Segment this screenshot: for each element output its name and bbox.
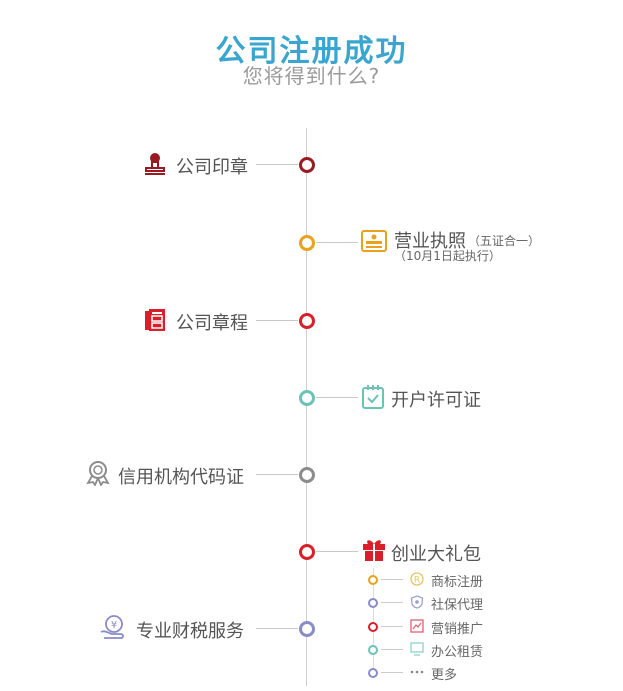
connector-line: [381, 602, 403, 603]
connector-line: [381, 626, 403, 627]
yen-hand-icon: ¥: [100, 615, 124, 639]
calendar-check-icon: [362, 385, 384, 409]
connector-line: [256, 628, 298, 629]
gift-item-label: 社保代理: [431, 598, 484, 613]
connector-line: [316, 397, 358, 398]
timeline-axis: [306, 128, 307, 686]
timeline-subnote: （10月1日起执行）: [394, 249, 501, 263]
timeline-label: 开户许可证: [391, 390, 481, 411]
subtimeline-node: [368, 645, 378, 655]
gift-item-label: 更多: [431, 668, 458, 683]
subtimeline-node: [368, 622, 378, 632]
timeline-node: [299, 467, 315, 483]
timeline-node: [299, 544, 315, 560]
gift-item-label: 营销推广: [431, 622, 484, 637]
document-icon: [145, 309, 165, 331]
id-card-icon: [361, 230, 387, 252]
seal-stamp-icon: [145, 153, 165, 175]
timeline-label: 营业执照: [394, 231, 466, 252]
timeline-label: 专业财税服务: [136, 621, 244, 642]
timeline-label: 公司印章: [176, 157, 248, 178]
connector-line: [256, 164, 298, 165]
timeline-node: [299, 235, 315, 251]
gift-item-label: 办公租赁: [431, 645, 484, 660]
connector-line: [381, 672, 403, 673]
gift-item-label: 商标注册: [431, 575, 484, 590]
shield-icon: [410, 595, 424, 609]
connector-line: [316, 242, 358, 243]
svg-text:¥: ¥: [111, 620, 117, 631]
timeline-node: [299, 157, 315, 173]
subtimeline-node: [368, 575, 378, 585]
page-title: 公司注册成功: [215, 34, 408, 69]
subtimeline-node: [368, 668, 378, 678]
chart-icon: [410, 619, 424, 633]
monitor-icon: [410, 642, 424, 656]
connector-line: [256, 320, 298, 321]
connector-line: [381, 579, 403, 580]
gift-subtimeline-axis: [373, 568, 374, 674]
connector-line: [316, 551, 358, 552]
connector-line: [256, 474, 298, 475]
page-subtitle: 您将得到什么?: [242, 64, 381, 88]
timeline-label: 公司章程: [176, 313, 248, 334]
connector-line: [381, 649, 403, 650]
timeline-node: [299, 313, 315, 329]
registered-mark-icon: R: [410, 572, 424, 586]
subtimeline-node: [368, 598, 378, 608]
ellipsis-icon: [410, 670, 424, 674]
timeline-node: [299, 621, 315, 637]
timeline-label: 信用机构代码证: [118, 467, 244, 488]
timeline-note: （五证合一）: [468, 234, 541, 248]
timeline-label: 创业大礼包: [391, 544, 481, 565]
svg-text:R: R: [414, 576, 420, 586]
gift-icon: [363, 540, 385, 561]
timeline-node: [299, 390, 315, 406]
award-ribbon-icon: [86, 461, 110, 486]
